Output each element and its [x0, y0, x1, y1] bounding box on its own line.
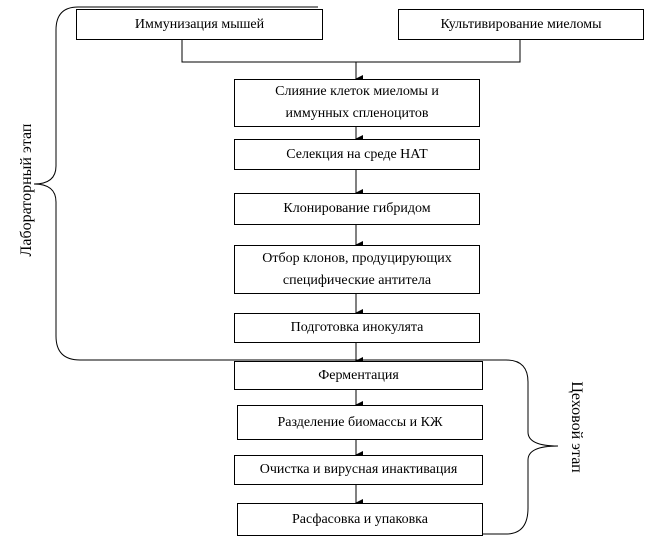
workshop-brace [356, 359, 559, 535]
immunization-box: Иммунизация мышей [76, 9, 323, 40]
join-line [181, 40, 521, 63]
fusion-box: Слияние клеток миеломы и иммунных сплено… [234, 79, 480, 127]
fusion-label-line1: Слияние клеток миеломы и [275, 84, 439, 99]
selection-label: Селекция на среде НАТ [286, 146, 428, 162]
cloning-label: Клонирование гибридом [283, 201, 431, 216]
fusion-label-line2: иммунных спленоцитов [285, 106, 429, 121]
laboratory-stage-label: Лабораторный этап [18, 123, 35, 256]
separation-label: Разделение биомассы и КЖ [277, 414, 443, 430]
packaging-label: Расфасовка и упаковка [291, 511, 428, 527]
inoculum-box: Подготовка инокулята [234, 313, 480, 343]
laboratory-stage-label-wrap: Лабораторный этап [17, 123, 37, 256]
workshop-stage-label-wrap: Цеховой этап [566, 372, 586, 482]
screening-label-line2: специфические антитела [282, 272, 432, 288]
screening-box: Отбор клонов, продуцирующих специфически… [234, 245, 480, 294]
myeloma-culture-label: Культивирование миеломы [440, 16, 602, 32]
immunization-label: Иммунизация мышей [134, 16, 265, 32]
purification-box: Очистка и вирусная инактивация [234, 455, 483, 485]
workshop-stage-label: Цеховой этап [568, 381, 585, 473]
screening-label-line1: Отбор клонов, продуцирующих [262, 250, 452, 266]
separation-box: Разделение биомассы и КЖ [237, 405, 483, 440]
selection-box: Селекция на среде НАТ [234, 139, 480, 170]
laboratory-brace [33, 6, 356, 361]
packaging-box: Расфасовка и упаковка [237, 503, 483, 536]
inoculum-label: Подготовка инокулята [290, 320, 424, 335]
myeloma-culture-box: Культивирование миеломы [398, 9, 644, 40]
cloning-box: Клонирование гибридом [234, 193, 480, 225]
fermentation-label: Ферментация [318, 367, 399, 383]
purification-label: Очистка и вирусная инактивация [259, 462, 458, 477]
fermentation-box: Ферментация [234, 361, 483, 390]
